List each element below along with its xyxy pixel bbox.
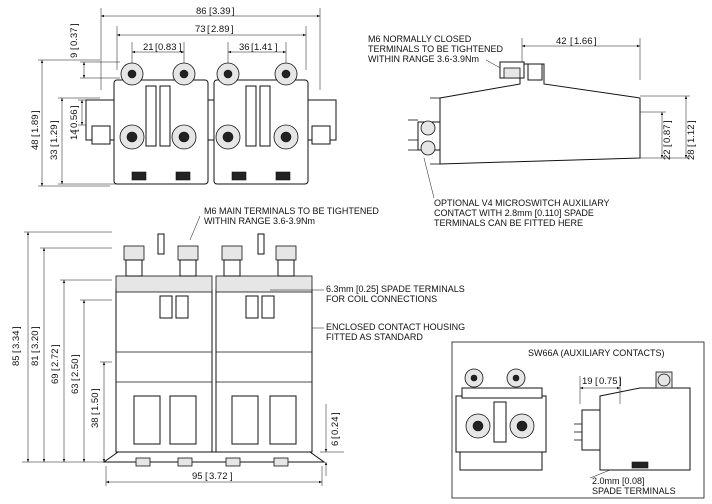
dim-19-in: 0.75 — [599, 376, 618, 387]
note-m6-closed-2: TERMINALS TO BE TIGHTENED — [368, 44, 504, 54]
dim-14: 14 — [69, 129, 80, 140]
dim-9: 9 — [69, 53, 80, 58]
dim-48: 48 — [30, 139, 41, 150]
note-micro-3: TERMINALS CAN BE FITTED HERE — [434, 218, 583, 228]
dim-42-in: 1.66 — [574, 36, 593, 47]
svg-text:[: [ — [330, 436, 341, 439]
dim-28: 28 — [686, 149, 697, 160]
dim-86-in: 3.39 — [212, 6, 231, 17]
svg-text:[: [ — [155, 42, 158, 53]
svg-text:[: [ — [90, 412, 101, 415]
svg-text:[: [ — [69, 129, 80, 132]
note-housing-1: ENCLOSED CONTACT HOUSING — [326, 322, 465, 332]
dim-42: 42 — [556, 36, 567, 47]
dim-81-in: 3.20 — [30, 331, 41, 350]
svg-text:]: ] — [230, 471, 233, 482]
svg-text:]: ] — [30, 326, 41, 329]
dim-48-in: 1.89 — [30, 115, 41, 134]
dim-86: 86 — [196, 6, 207, 17]
svg-text:[: [ — [570, 36, 573, 47]
svg-text:[: [ — [205, 471, 208, 482]
top-view: 86 3.39 [ ] 73 2.89 [ ] 21 0.83 [ ] 36 1… — [30, 6, 337, 187]
note-m6-closed-3: WITHIN RANGE 3.6-3.9Nm — [368, 54, 479, 64]
dim-19: 19 — [582, 376, 593, 387]
dim-22: 22 — [662, 149, 673, 160]
side-view: M6 NORMALLY CLOSED TERMINALS TO BE TIGHT… — [368, 34, 697, 228]
svg-text:[: [ — [69, 47, 80, 50]
front-view: M6 MAIN TERMINALS TO BE TIGHTENED WITHIN… — [11, 206, 465, 486]
svg-text:[: [ — [662, 144, 673, 147]
note-aux-spade-2: SPADE TERMINALS — [592, 486, 676, 496]
svg-text:]: ] — [11, 326, 22, 329]
svg-text:]: ] — [90, 388, 101, 391]
dim-9-in: 0.37 — [69, 28, 80, 47]
note-m6-main-2: WITHIN RANGE 3.6-3.9Nm — [204, 216, 315, 226]
dim-69-in: 2.72 — [50, 349, 61, 368]
svg-text:[: [ — [209, 6, 212, 17]
dim-73-in: 2.89 — [211, 24, 230, 35]
dim-95: 95 — [192, 471, 203, 482]
note-spade-1: 6.3mm [0.25] SPADE TERMINALS — [326, 284, 465, 294]
note-m6-closed-1: M6 NORMALLY CLOSED — [368, 34, 472, 44]
note-micro-2: CONTACT WITH 2.8mm [0.110] SPADE — [434, 208, 594, 218]
svg-text:]: ] — [30, 110, 41, 113]
dim-95-in: 3.72 — [209, 471, 228, 482]
dim-21: 21 — [143, 42, 154, 53]
note-m6-main-1: M6 MAIN TERMINALS TO BE TIGHTENED — [204, 206, 379, 216]
top-view-terminals — [119, 62, 299, 150]
dim-38-in: 1.50 — [90, 393, 101, 412]
svg-text:]: ] — [686, 120, 697, 123]
note-micro-1: OPTIONAL V4 MICROSWITCH AUXILIARY — [434, 198, 610, 208]
dim-36-in: 1.41 — [254, 42, 273, 53]
note-spade-2: FOR COIL CONNECTIONS — [326, 294, 437, 304]
svg-text:]: ] — [619, 376, 622, 387]
note-aux-spade-1: 2.0mm [0.08] — [592, 476, 645, 486]
dim-33-in: 1.29 — [49, 125, 60, 144]
svg-text:]: ] — [50, 344, 61, 347]
svg-text:]: ] — [69, 23, 80, 26]
dim-21-in: 0.83 — [158, 42, 177, 53]
svg-text:[: [ — [11, 350, 22, 353]
dim-85: 85 — [11, 355, 22, 366]
svg-text:[: [ — [49, 144, 60, 147]
svg-text:]: ] — [69, 105, 80, 108]
svg-text:[: [ — [207, 24, 210, 35]
svg-text:[: [ — [30, 350, 41, 353]
svg-text:[: [ — [595, 376, 598, 387]
dim-22-in: 0.87 — [662, 125, 673, 144]
svg-text:]: ] — [49, 120, 60, 123]
dim-73: 73 — [195, 24, 206, 35]
svg-text:]: ] — [594, 36, 597, 47]
dim-63-in: 2.50 — [70, 359, 81, 378]
dim-85-in: 3.34 — [11, 331, 22, 350]
dim-6: 6 — [330, 441, 341, 446]
dim-28-in: 1.12 — [686, 125, 697, 144]
svg-text:[: [ — [251, 42, 254, 53]
dim-6-in: 0.24 — [330, 417, 341, 436]
dim-14-in: 0.56 — [69, 110, 80, 129]
dim-81: 81 — [30, 355, 41, 366]
svg-text:[: [ — [686, 144, 697, 147]
dim-63: 63 — [70, 383, 81, 394]
svg-text:[: [ — [70, 378, 81, 381]
dim-69: 69 — [50, 373, 61, 384]
svg-text:]: ] — [662, 120, 673, 123]
svg-text:]: ] — [70, 354, 81, 357]
svg-text:]: ] — [275, 42, 278, 53]
aux-contacts-panel: SW66A (AUXILIARY CONTACTS) 19 [ 0.75 ] 2… — [451, 341, 705, 499]
svg-text:]: ] — [231, 24, 234, 35]
dim-33: 33 — [49, 149, 60, 160]
note-housing-2: FITTED AS STANDARD — [326, 332, 423, 342]
dim-36: 36 — [239, 42, 250, 53]
svg-text:]: ] — [330, 412, 341, 415]
svg-text:[: [ — [30, 134, 41, 137]
svg-text:[: [ — [50, 368, 61, 371]
aux-panel-title: SW66A (AUXILIARY CONTACTS) — [528, 348, 665, 358]
svg-text:]: ] — [232, 6, 235, 17]
front-view-terminals — [123, 233, 297, 277]
dim-38: 38 — [90, 417, 101, 428]
svg-text:]: ] — [179, 42, 182, 53]
